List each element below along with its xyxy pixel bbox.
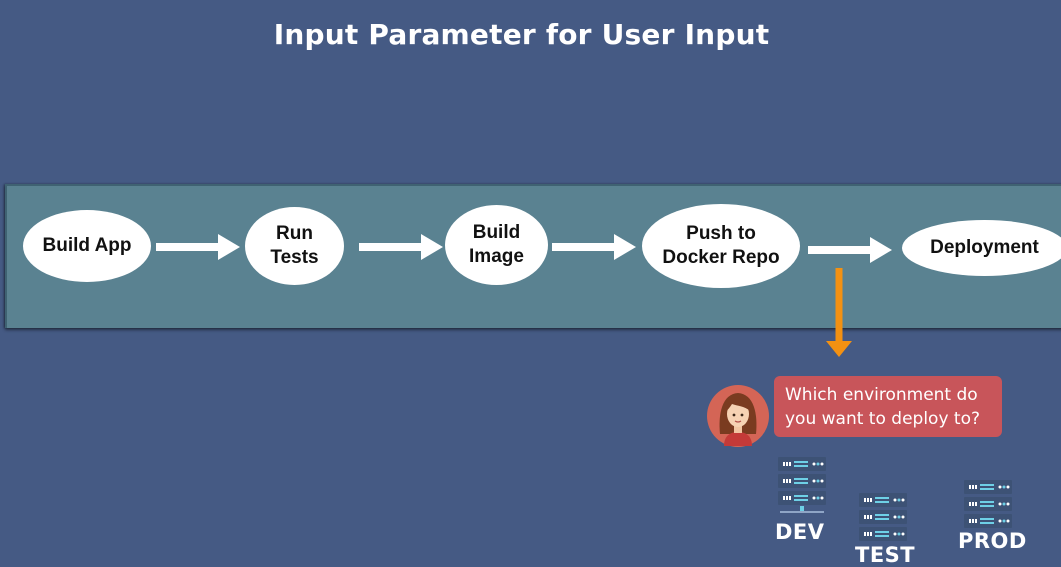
env-prod-label: PROD [958, 529, 1027, 553]
flow-arrow-2 [359, 234, 443, 260]
step-build-image: Build Image [445, 205, 548, 285]
server-icon [859, 493, 907, 541]
user-avatar-icon [707, 385, 769, 447]
env-dev-label: DEV [775, 520, 825, 544]
env-test-label: TEST [855, 543, 916, 567]
environment-question-bubble: Which environment do you want to deploy … [774, 376, 1002, 437]
server-icon [778, 457, 826, 513]
step-deployment: Deployment [902, 220, 1061, 276]
server-icon [964, 480, 1012, 528]
user-input-arrow [826, 268, 852, 357]
flow-arrow-4 [808, 237, 892, 263]
flow-arrow-1 [156, 234, 240, 260]
page-title: Input Parameter for User Input [273, 18, 770, 51]
step-run-tests: Run Tests [245, 207, 344, 285]
step-push-docker-repo: Push to Docker Repo [642, 204, 800, 288]
flow-arrow-3 [552, 234, 636, 260]
step-build-app: Build App [23, 210, 151, 282]
